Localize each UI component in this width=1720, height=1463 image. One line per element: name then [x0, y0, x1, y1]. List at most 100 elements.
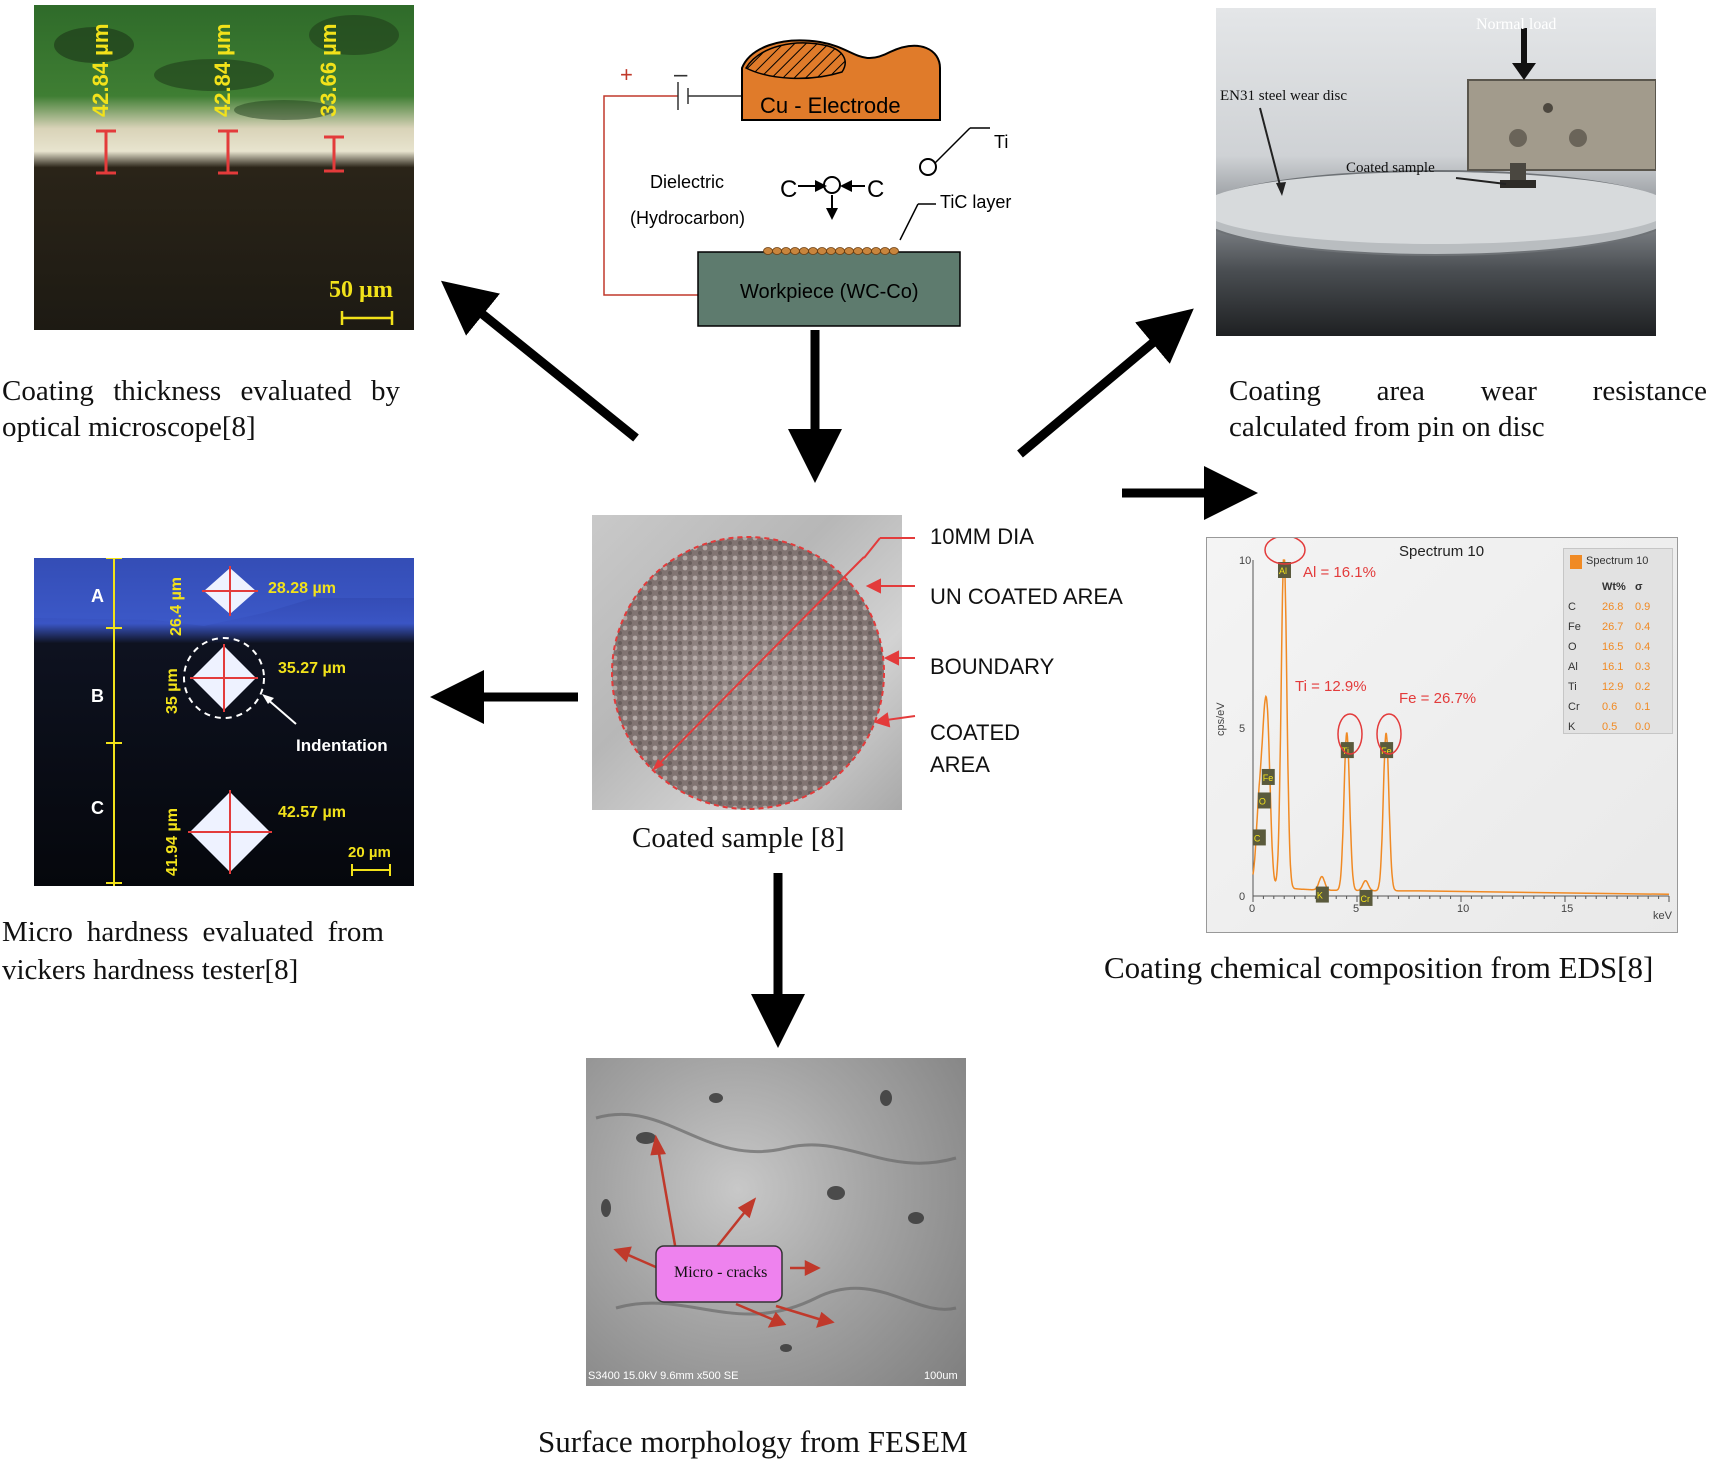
thickness-caption-2: optical microscope[8] [2, 411, 256, 443]
eds-table-cell: 0.5 [1602, 721, 1618, 733]
eds-peak-tag: Fe [1261, 768, 1275, 785]
fesem-footer-right: 100um [924, 1370, 958, 1382]
ti-label: Ti [994, 132, 1008, 152]
arrow-to-wear [1017, 308, 1194, 458]
svg-text:Ti: Ti [1342, 746, 1349, 756]
indentation-label: Indentation [296, 736, 388, 755]
fesem-footer-left: S3400 15.0kV 9.6mm x500 SE [588, 1370, 739, 1382]
thickness-value-3: 33.66 µm [316, 23, 341, 117]
eds-peak-tag: Cr [1359, 889, 1373, 906]
label-area: AREA [930, 752, 990, 777]
svg-text:Cr: Cr [1361, 894, 1371, 904]
tic-bead [799, 247, 809, 255]
eds-table-cell: 0.9 [1635, 601, 1651, 613]
hardness-scale: 20 µm [348, 844, 391, 861]
zone-b: B [91, 686, 104, 706]
sample-callouts [863, 537, 916, 728]
eds-table-row: Fe 26.7 0.4 [1568, 617, 1668, 637]
tic-bead [781, 247, 791, 255]
eds-table-cell: 26.7 [1602, 621, 1624, 633]
eds-peak-tag: O [1257, 792, 1271, 809]
tic-bead [889, 247, 899, 255]
eds-table-cell: Fe [1568, 621, 1581, 633]
tic-label: TiC layer [940, 192, 1011, 212]
eds-y-tick: 0 [1239, 891, 1245, 903]
thickness-caption-1: Coating thickness evaluated by [2, 375, 400, 407]
eds-table-cell: 16.1 [1602, 661, 1624, 673]
height-c: 41.94 µm [164, 808, 181, 876]
workpiece [697, 251, 961, 327]
sample-caption: Coated sample [8] [632, 822, 845, 854]
eds-peak-tag: K [1315, 886, 1329, 903]
dielectric-label-1: Dielectric [650, 172, 724, 192]
svg-text:C: C [1254, 833, 1261, 843]
wear-caption-1: Coating area wear resistance [1229, 375, 1707, 407]
eds-x-tick: 0 [1249, 903, 1255, 915]
svg-text:Fe: Fe [1263, 773, 1274, 783]
tic-bead [862, 247, 872, 255]
svg-text:Fe: Fe [1381, 746, 1392, 756]
hardness-micrograph: A B C 26.4 µm 35 µm 41.94 µm 28.28 µm 35… [34, 558, 414, 886]
eds-x-tick: 5 [1353, 903, 1359, 915]
eds-y-tick: 10 [1239, 555, 1251, 567]
tic-bead [853, 247, 863, 255]
label-dia: 10MM DIA [930, 524, 1034, 549]
eds-table-cell: Al [1568, 661, 1578, 673]
tic-bead [880, 247, 890, 255]
eds-annotation-al: Al = 16.1% [1303, 564, 1376, 581]
eds-xunit: keV [1653, 910, 1672, 922]
eds-table-cell: 16.5 [1602, 641, 1624, 653]
height-b: 35 µm [164, 668, 181, 714]
minus-label: – [674, 61, 688, 88]
fesem-micrograph: Micro - cracks S3400 15.0kV 9.6mm x500 S… [586, 1058, 966, 1386]
thickness-value-1: 42.84 µm [88, 23, 113, 117]
tic-bead [763, 247, 773, 255]
coated-sample-label: Coated sample [1346, 160, 1435, 176]
arrow-to-thickness [440, 280, 639, 442]
eds-peak-tag: C [1252, 829, 1266, 846]
eds-table-cell: 0.0 [1635, 721, 1651, 733]
label-coated: COATED [930, 720, 1021, 745]
eds-table-cell: Wt% [1602, 581, 1626, 593]
thickness-micrograph: 42.84 µm 42.84 µm 33.66 µm 50 µm [34, 5, 414, 330]
eds-table-cell: 0.4 [1635, 621, 1651, 633]
eds-table-cell: σ [1635, 581, 1643, 593]
eds-ylabel: cps/eV [1215, 702, 1227, 736]
eds-table-row: K 0.5 0.0 [1568, 717, 1668, 737]
width-a: 28.28 µm [268, 580, 336, 597]
tic-bead [790, 247, 800, 255]
tic-bead [826, 247, 836, 255]
width-c: 42.57 µm [278, 804, 346, 821]
eds-table-cell: Ti [1568, 681, 1577, 693]
eds-x-tick: 10 [1457, 903, 1469, 915]
tic-bead [817, 247, 827, 255]
eds-title: Spectrum 10 [1399, 543, 1485, 560]
width-b: 35.27 µm [278, 660, 346, 677]
dielectric-label-2: (Hydrocarbon) [630, 208, 745, 228]
eds-table-cell [1568, 577, 1602, 597]
eds-table-cell: 0.2 [1635, 681, 1651, 693]
label-boundary: BOUNDARY [930, 654, 1055, 679]
tic-bead [772, 247, 782, 255]
coated-sample-photo [592, 515, 902, 810]
eds-table-cell: 26.8 [1602, 601, 1624, 613]
normal-load-label: Normal load [1476, 16, 1557, 33]
reaction-c-left: C [780, 176, 797, 203]
eds-table-cell: K [1568, 721, 1576, 733]
eds-table-row: Al 16.1 0.3 [1568, 657, 1668, 677]
eds-table-cell: 0.4 [1635, 641, 1651, 653]
hardness-caption-2: vickers hardness tester[8] [2, 954, 299, 986]
eds-table-cell: 0.1 [1635, 701, 1651, 713]
svg-text:K: K [1317, 891, 1323, 901]
eds-legend-title: Spectrum 10 [1586, 555, 1649, 567]
electrode-label: Cu - Electrode [760, 93, 901, 118]
eds-table-cell: 0.3 [1635, 661, 1651, 673]
tic-bead [808, 247, 818, 255]
